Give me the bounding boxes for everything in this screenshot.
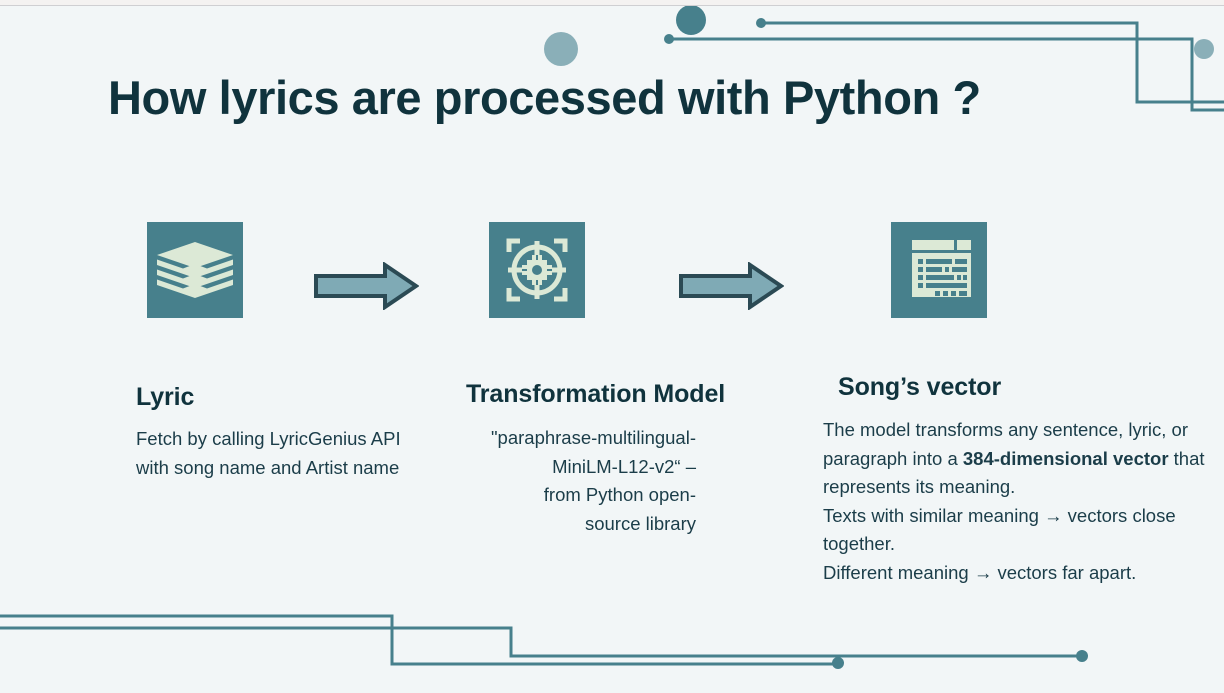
- target-gear-icon-container: [489, 222, 585, 318]
- right-arrow-icon: [314, 262, 419, 310]
- target-gear-icon: [506, 238, 568, 302]
- deco-dot-bottom-inner: [832, 657, 844, 669]
- deco-dot-line-lower: [664, 34, 674, 44]
- step-card-transformation-model: Transformation Model "paraphrase-multili…: [452, 222, 752, 538]
- step-card-lyric: Lyric Fetch by calling LyricGenius API w…: [136, 222, 436, 482]
- document-list-icon: [912, 240, 971, 297]
- vector-desc-part-1: The model transforms any sentence, lyric…: [823, 419, 1189, 469]
- step-heading-transformation-model: Transformation Model: [466, 380, 726, 408]
- model-name-line-1: "paraphrase-multilingual-: [490, 427, 696, 448]
- vector-desc-bold: 384-dimensional vector: [962, 447, 1169, 469]
- step-heading-songs-vector: Song’s vector: [838, 373, 1002, 401]
- document-list-icon-container: [891, 222, 987, 318]
- layers-icon: [157, 242, 233, 298]
- deco-path-bottom-lower: [0, 626, 1082, 658]
- model-name-line-2: MiniLM-L12-v2“ –: [552, 455, 696, 477]
- layers-icon-container: [147, 222, 243, 318]
- right-arrow-icon: [679, 262, 784, 310]
- deco-circle-large-left: [544, 32, 578, 66]
- vector-desc-part-3: that represents its meaning.: [823, 447, 1205, 498]
- deco-circle-large-top: [676, 5, 706, 35]
- step-card-songs-vector: Song’s vector The model transforms any s…: [822, 222, 1207, 587]
- window-top-strip: [0, 0, 1224, 6]
- model-name-line-4: source library: [584, 512, 696, 534]
- step-heading-lyric: Lyric: [136, 383, 195, 411]
- step-body-lyric: Fetch by calling LyricGenius API with so…: [136, 428, 401, 478]
- vector-similar-meaning-line: Texts with similar meaning → vectors clo…: [823, 504, 1176, 555]
- page-title: How lyrics are processed with Python ?: [108, 71, 981, 124]
- deco-circle-right: [1194, 39, 1214, 59]
- model-name-line-3: from Python open-: [543, 484, 696, 505]
- arrow-step2-to-step3: [679, 262, 784, 310]
- deco-path-bottom-upper: [0, 614, 838, 666]
- deco-dot-bottom-outer: [1076, 650, 1088, 662]
- vector-different-meaning-line: Different meaning → vectors far apart.: [823, 561, 1137, 583]
- step-body-transformation-model: "paraphrase-multilingual- MiniLM-L12-v2“…: [446, 424, 696, 538]
- step-body-songs-vector: The model transforms any sentence, lyric…: [823, 416, 1208, 587]
- arrow-step1-to-step2: [314, 262, 419, 310]
- deco-dot-line-upper: [756, 18, 766, 28]
